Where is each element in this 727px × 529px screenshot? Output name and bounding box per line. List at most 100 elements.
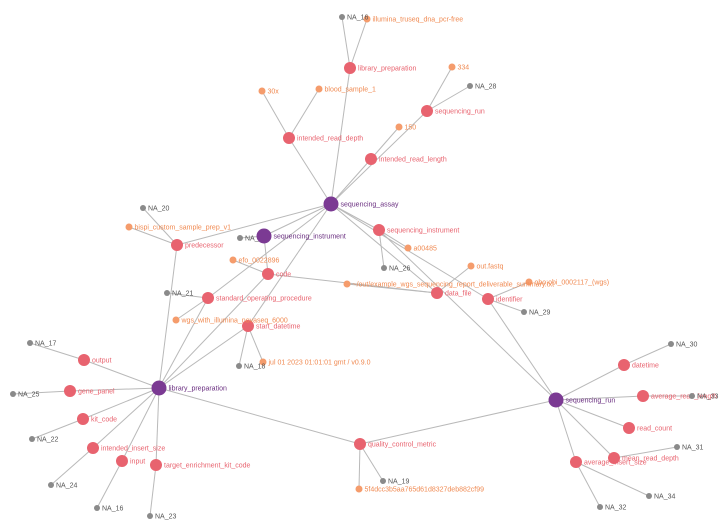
node-intended_read_length[interactable]: intended_read_length: [365, 153, 447, 165]
node-class-marker[interactable]: [323, 196, 339, 212]
node-na-marker[interactable]: [521, 309, 527, 315]
node-lit_hash[interactable]: 5f4dcc3b5aa765d61d8327deb882cf99: [355, 485, 485, 494]
node-na_16b[interactable]: NA_16: [94, 505, 124, 513]
node-property-marker[interactable]: [262, 268, 274, 280]
node-na_30[interactable]: NA_30: [668, 341, 698, 349]
node-literal-marker[interactable]: [229, 256, 237, 264]
node-class-marker[interactable]: [151, 380, 167, 396]
node-property-marker[interactable]: [87, 442, 99, 454]
node-na_33[interactable]: NA_33: [689, 393, 719, 401]
node-na_21[interactable]: NA_21: [164, 290, 194, 298]
node-property-marker[interactable]: [283, 132, 295, 144]
node-na-marker[interactable]: [668, 341, 674, 347]
node-lit_report[interactable]: ~/out/example_wgs_sequencing_report_deli…: [343, 280, 555, 289]
node-na_24[interactable]: NA_24: [48, 482, 78, 490]
node-literal-marker[interactable]: [525, 278, 533, 286]
node-literal-marker[interactable]: [343, 280, 351, 288]
node-read_count[interactable]: read_count: [623, 422, 672, 434]
node-na_22[interactable]: NA_22: [29, 436, 59, 444]
node-na_32[interactable]: NA_32: [597, 504, 627, 512]
node-na-marker[interactable]: [140, 205, 146, 211]
node-quality_control_metric[interactable]: quality_control_metric: [354, 438, 437, 450]
node-output[interactable]: output: [78, 354, 112, 366]
node-property-marker[interactable]: [116, 455, 128, 467]
node-literal-marker[interactable]: [467, 262, 475, 270]
node-na_19[interactable]: NA_19: [380, 478, 410, 486]
node-kit_code[interactable]: kit_code: [77, 413, 117, 425]
node-na_31[interactable]: NA_31: [674, 444, 704, 452]
node-na_29[interactable]: NA_29: [521, 309, 551, 317]
node-sequencing_run_c[interactable]: sequencing_run: [548, 392, 616, 408]
node-lit_efo[interactable]: efo_0022896: [229, 256, 280, 265]
node-mean_read_depth[interactable]: mean_read_depth: [608, 452, 679, 464]
node-na_28[interactable]: NA_28: [467, 83, 497, 91]
node-lit_illumina[interactable]: illumina_truseq_dna_pcr-free: [363, 15, 464, 24]
node-predecessor[interactable]: predecessor: [171, 239, 224, 251]
node-na-marker[interactable]: [689, 393, 695, 399]
node-property-marker[interactable]: [354, 438, 366, 450]
node-literal-marker[interactable]: [355, 485, 363, 493]
node-literal-marker[interactable]: [363, 15, 371, 23]
node-literal-marker[interactable]: [259, 358, 267, 366]
node-property-marker[interactable]: [637, 390, 649, 402]
node-property-marker[interactable]: [344, 62, 356, 74]
node-lit_date[interactable]: jul 01 2023 01:01:01 gmt / v0.9.0: [259, 358, 371, 367]
node-lit_334[interactable]: 334: [448, 63, 470, 72]
node-lit_150[interactable]: 150: [395, 123, 417, 132]
node-na_34[interactable]: NA_34: [646, 493, 676, 501]
node-na_[interactable]: NA_: [237, 235, 259, 243]
node-intended_insert_size[interactable]: intended_insert_size: [87, 442, 165, 454]
node-na-marker[interactable]: [381, 265, 387, 271]
node-sequencing_run_p[interactable]: sequencing_run: [421, 105, 485, 117]
node-property-marker[interactable]: [570, 456, 582, 468]
node-start_datetime[interactable]: start_datetime: [242, 320, 300, 332]
node-sequencing_assay[interactable]: sequencing_assay: [323, 196, 399, 212]
node-literal-marker[interactable]: [448, 63, 456, 71]
node-average_insert_size[interactable]: average_insert_size: [570, 456, 647, 468]
node-property-marker[interactable]: [171, 239, 183, 251]
node-property-marker[interactable]: [242, 320, 254, 332]
node-na_16[interactable]: NA_16: [339, 14, 369, 22]
node-na_23[interactable]: NA_23: [147, 513, 177, 521]
node-literal-marker[interactable]: [404, 244, 412, 252]
node-library_preparation_p[interactable]: library_preparation: [344, 62, 416, 74]
node-lit_wgs[interactable]: wgs_with_illumina_novaseq_6000: [172, 316, 288, 325]
node-average_read_length[interactable]: average_read_length: [637, 390, 717, 402]
node-property-marker[interactable]: [78, 354, 90, 366]
node-property-marker[interactable]: [64, 385, 76, 397]
node-na-marker[interactable]: [29, 436, 35, 442]
node-property-marker[interactable]: [373, 224, 385, 236]
node-na_20[interactable]: NA_20: [140, 205, 170, 213]
node-na-marker[interactable]: [27, 340, 33, 346]
node-sequencing_instrument_p[interactable]: sequencing_instrument: [373, 224, 459, 236]
node-na-marker[interactable]: [48, 482, 54, 488]
node-na-marker[interactable]: [339, 14, 345, 20]
node-na-marker[interactable]: [164, 290, 170, 296]
node-property-marker[interactable]: [202, 292, 214, 304]
node-property-marker[interactable]: [365, 153, 377, 165]
node-property-marker[interactable]: [618, 359, 630, 371]
node-identifier[interactable]: identifier: [482, 293, 523, 305]
node-datetime[interactable]: datetime: [618, 359, 659, 371]
node-class-marker[interactable]: [256, 228, 272, 244]
node-na_25[interactable]: NA_25: [10, 391, 40, 399]
node-property-marker[interactable]: [431, 287, 443, 299]
node-property-marker[interactable]: [482, 293, 494, 305]
node-na-marker[interactable]: [597, 504, 603, 510]
node-lit_a00485[interactable]: a00485: [404, 244, 437, 253]
node-literal-marker[interactable]: [395, 123, 403, 131]
node-lit_outfastq[interactable]: out.fastq: [467, 262, 504, 271]
node-input[interactable]: input: [116, 455, 145, 467]
node-property-marker[interactable]: [623, 422, 635, 434]
node-library_preparation_c[interactable]: library_preparation: [151, 380, 227, 396]
node-sequencing_instrument_c[interactable]: sequencing_instrument: [256, 228, 346, 244]
node-na_17[interactable]: NA_17: [27, 340, 57, 348]
node-na-marker[interactable]: [147, 513, 153, 519]
node-na_18[interactable]: NA_18: [236, 363, 266, 371]
node-property-marker[interactable]: [608, 452, 620, 464]
node-na-marker[interactable]: [237, 235, 243, 241]
node-standard_operating_procedure[interactable]: standard_operating_procedure: [202, 292, 312, 304]
node-data_file[interactable]: data_file: [431, 287, 472, 299]
node-lit_30x[interactable]: 30x: [258, 87, 280, 96]
node-na-marker[interactable]: [380, 478, 386, 484]
